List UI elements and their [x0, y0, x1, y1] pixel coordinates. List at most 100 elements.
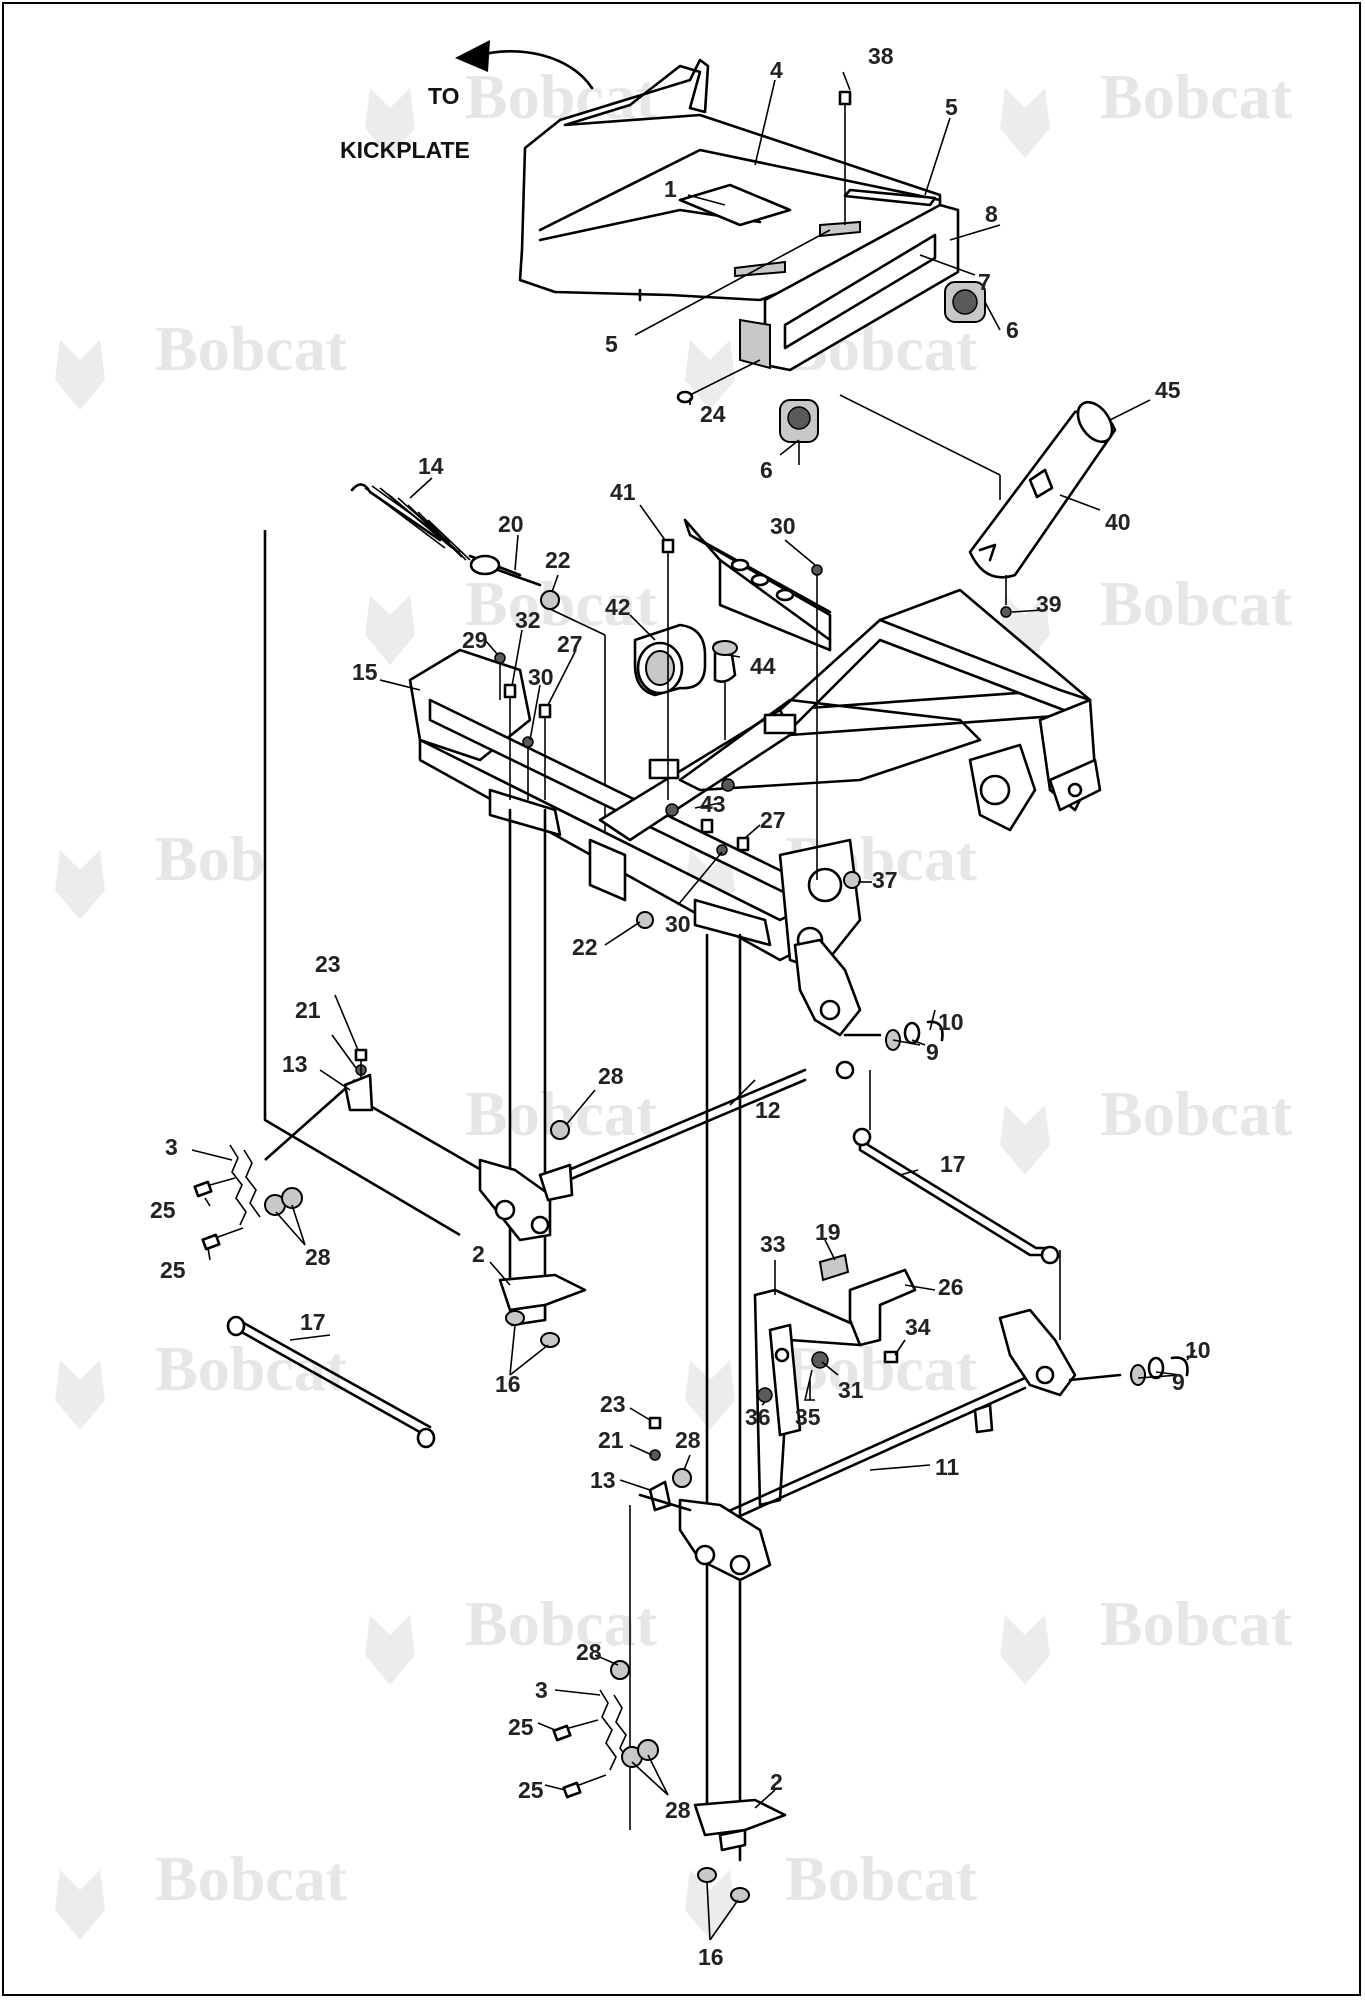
right-mount-plate [693, 1798, 787, 1903]
callout-15: 15 [352, 659, 378, 685]
callout-45: 45 [1155, 377, 1181, 403]
right-linkage [629, 1308, 1189, 1830]
callout-27-lower: 27 [760, 807, 786, 833]
document-canister [839, 394, 1117, 618]
callout-27-top: 27 [557, 631, 583, 657]
callout-22-top: 22 [545, 547, 571, 573]
callout-17-left: 17 [300, 1309, 326, 1335]
callout-28-right-chain-top: 28 [576, 1639, 602, 1665]
callout-4: 4 [770, 57, 783, 83]
callout-23-right: 23 [600, 1391, 626, 1417]
callout-2-left: 2 [472, 1241, 485, 1267]
isolator-right [944, 281, 986, 323]
callout-25-left-top: 25 [150, 1197, 176, 1223]
callout-10-left: 10 [938, 1009, 964, 1035]
callout-11: 11 [935, 1454, 960, 1480]
control-knob [712, 640, 738, 740]
clevis-13-bottom [648, 1480, 672, 1512]
trim-strip-bottom [819, 220, 861, 238]
trim-strip-top [843, 188, 937, 207]
callout-43: 43 [700, 791, 726, 817]
callout-10-right: 10 [1185, 1337, 1211, 1363]
callout-8: 8 [985, 201, 998, 227]
nut-22-bottom-icon [636, 911, 654, 929]
nut-39-icon [1000, 606, 1012, 618]
callout-9-right: 9 [1172, 1369, 1185, 1395]
callout-37: 37 [872, 867, 898, 893]
callout-39: 39 [1036, 591, 1062, 617]
callout-40: 40 [1105, 509, 1131, 535]
callout-44: 44 [750, 653, 776, 679]
right-bent-rod [852, 1127, 1061, 1340]
svg-text:Bobcat: Bobcat [785, 1333, 978, 1404]
nut-36-icon [757, 1387, 773, 1403]
callout-13-left: 13 [282, 1051, 308, 1077]
callout-32: 32 [515, 607, 541, 633]
callout-6-left: 6 [760, 457, 773, 483]
right-chain [552, 1660, 659, 1799]
nut-43b-icon [721, 778, 735, 792]
callout-7: 7 [978, 269, 991, 295]
arrowhead-icon [455, 40, 490, 72]
bolt-23-bottom-icon [648, 1416, 662, 1430]
callout-21-right: 21 [598, 1427, 624, 1453]
svg-text:Bobcat: Bobcat [1100, 61, 1293, 132]
pedal-assembly [753, 1253, 917, 1507]
bolt-27-top-icon [538, 703, 552, 719]
washer-21-bottom-icon [649, 1449, 661, 1461]
bearing-sleeve [633, 623, 707, 697]
svg-text:Bobcat: Bobcat [155, 313, 348, 384]
nut-37-icon [843, 871, 861, 889]
callout-1: 1 [664, 176, 677, 202]
callout-29: 29 [462, 627, 488, 653]
callout-20: 20 [498, 511, 524, 537]
kickplate-note: TO KICKPLATE [340, 40, 594, 163]
spring-assembly [350, 483, 606, 870]
svg-text:Bobcat: Bobcat [465, 568, 658, 639]
svg-text:Bobcat: Bobcat [465, 1588, 658, 1659]
svg-text:Bobcat: Bobcat [155, 1333, 348, 1404]
callout-19: 19 [815, 1219, 841, 1245]
callout-38: 38 [868, 43, 894, 69]
note-line-kickplate: KICKPLATE [340, 137, 470, 163]
decal-19 [818, 1253, 850, 1282]
callout-25-right-top: 25 [508, 1714, 534, 1740]
callout-12: 12 [755, 1097, 781, 1123]
callout-30-right: 30 [770, 513, 796, 539]
callout-28-right-upper: 28 [675, 1427, 701, 1453]
callout-3-left: 3 [165, 1134, 178, 1160]
left-linkage [263, 530, 944, 1242]
callout-6-right: 6 [1006, 317, 1019, 343]
watermark-layer: Bobcat Bobcat Bobcat Bobcat Bobcat Bobca… [55, 61, 1293, 1940]
left-mount-plate [498, 1273, 587, 1348]
callout-17-right: 17 [940, 1151, 966, 1177]
callout-21-left: 21 [295, 997, 321, 1023]
floor-pan-assembly [518, 58, 960, 404]
svg-text:Bobcat: Bobcat [785, 1843, 978, 1914]
svg-text:Bobcat: Bobcat [1100, 1078, 1293, 1149]
callout-16-right: 16 [698, 1944, 724, 1970]
nut-30-left-icon [522, 736, 534, 748]
bolt-24-icon [676, 390, 694, 404]
callout-28-left-chain: 28 [305, 1244, 331, 1270]
callout-28-upper: 28 [598, 1063, 624, 1089]
callout-labels: 38 4 5 1 8 7 5 6 24 6 45 40 39 14 20 22 … [150, 43, 1211, 1970]
nut-43a-icon [665, 803, 679, 817]
bolt-23-top-icon [354, 1048, 368, 1062]
bolt-38-icon [838, 90, 852, 106]
svg-text:Bobcat: Bobcat [1100, 1588, 1293, 1659]
bolt-41-icon [661, 538, 675, 554]
callout-41: 41 [610, 479, 636, 505]
left-chain [193, 1144, 303, 1251]
callout-33: 33 [760, 1231, 786, 1257]
left-bent-rod [226, 1315, 436, 1449]
svg-text:Bobcat: Bobcat [155, 1843, 348, 1914]
floor-mat [678, 183, 792, 227]
callout-16-left: 16 [495, 1371, 521, 1397]
nut-30-right-icon [811, 564, 823, 576]
nut-22-top-icon [540, 590, 560, 610]
eyebolt-20-icon [469, 554, 501, 576]
callout-3-right: 3 [535, 1677, 548, 1703]
